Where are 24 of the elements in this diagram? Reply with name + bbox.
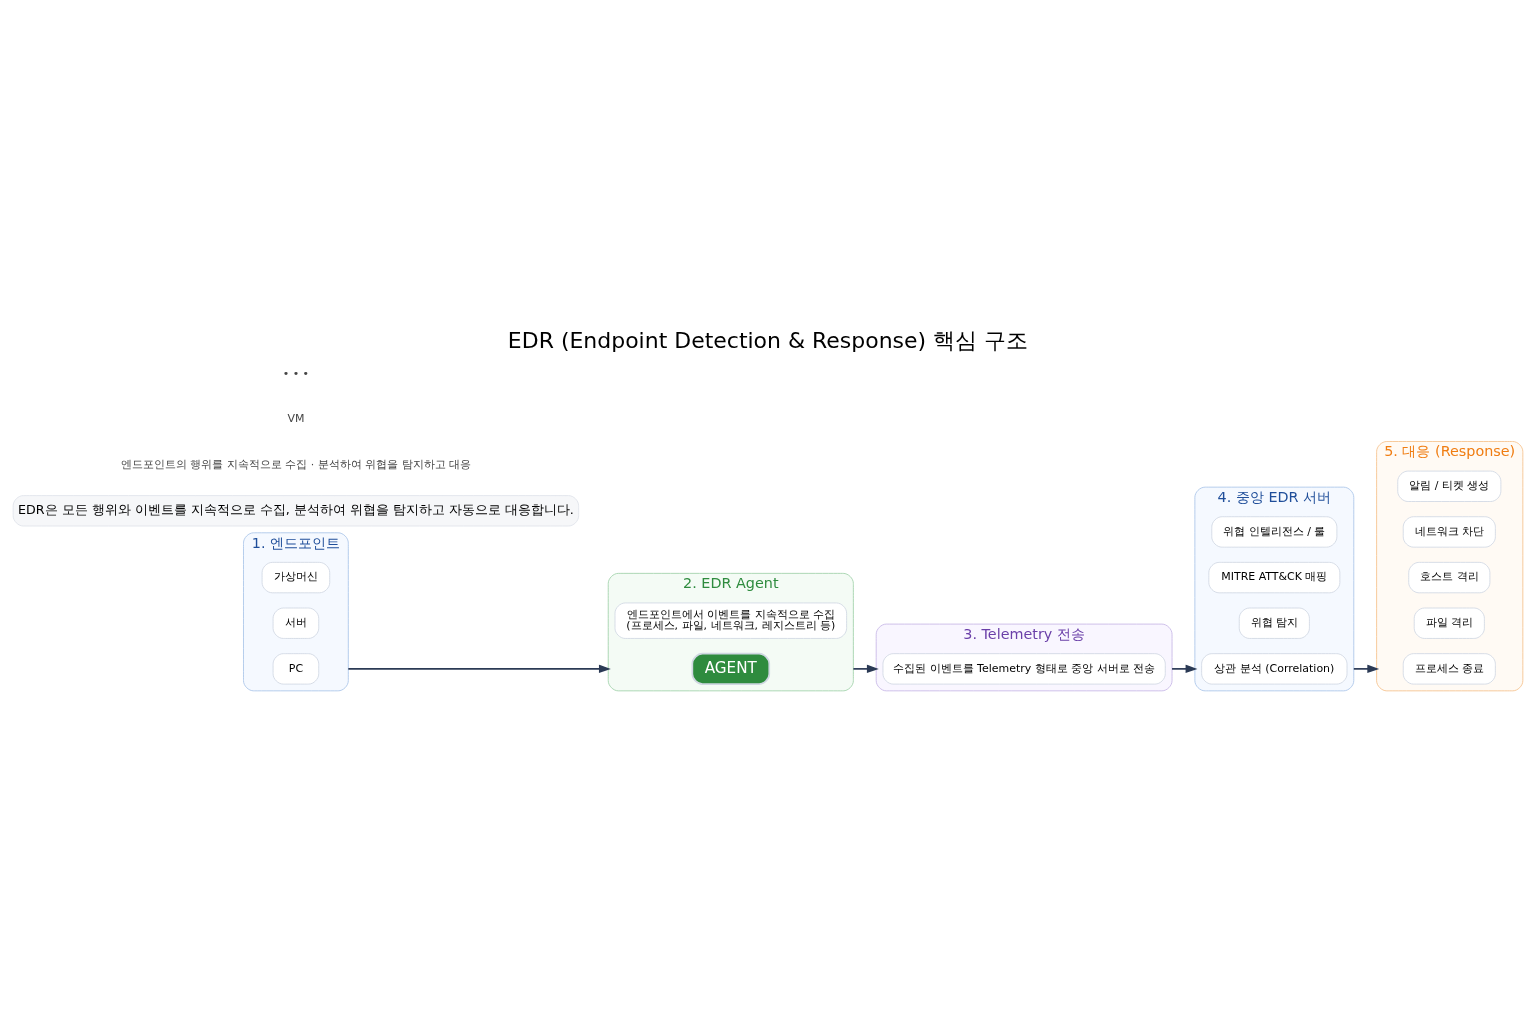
node-box: EDR은 모든 행위와 이벤트를 지속적으로 수집, 분석하여 위협을 탐지하고 자동으로 대응합니다. <box>12 494 580 526</box>
label: 엔드포인트의 행위를 지속적으로 수집 · 분석하여 위협을 탐지하고 대응 <box>120 457 472 471</box>
node-box: 알림 / 티켓 생성 <box>1397 470 1502 502</box>
node-box: 서버 <box>272 607 320 639</box>
node-box: 상관 분석 (Correlation) <box>1201 652 1348 684</box>
node-box: 가상머신 <box>261 561 331 593</box>
node-box: 수집된 이벤트를 Telemetry 형태로 중앙 서버로 전송 <box>882 652 1166 684</box>
node-box: AGENT <box>691 652 771 685</box>
arrow <box>1352 664 1380 673</box>
node-box: 위협 인텔리전스 / 룰 <box>1211 515 1338 548</box>
node-box: 파일 격리 <box>1413 607 1485 639</box>
diagram-title: EDR (Endpoint Detection & Response) 핵심 구조 <box>507 327 1029 353</box>
node-box: 호스트 격리 <box>1408 561 1491 593</box>
label: VM <box>287 411 305 425</box>
arrow <box>852 664 879 673</box>
arrow <box>347 664 611 673</box>
node-box: 네트워크 차단 <box>1402 515 1496 548</box>
node-box: MITRE ATT&CK 매핑 <box>1208 561 1341 593</box>
node-box: 엔드포인트에서 이벤트를 지속적으로 수집 (프로세스, 파일, 네트워크, 레지스트리 등) <box>614 602 848 639</box>
node-box: PC <box>272 652 320 684</box>
label: • • • <box>282 366 310 380</box>
node-box: 위협 탐지 <box>1238 607 1310 639</box>
arrow <box>1171 664 1198 673</box>
node-box: 프로세스 종료 <box>1402 652 1496 684</box>
